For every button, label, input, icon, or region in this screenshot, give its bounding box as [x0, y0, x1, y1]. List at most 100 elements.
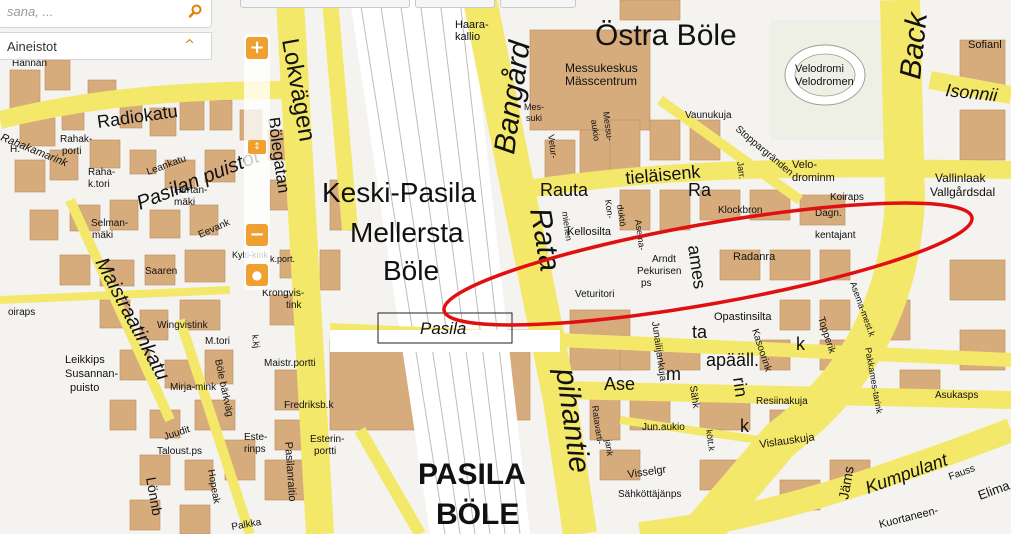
- annotation-ellipse: [442, 201, 974, 327]
- label-kott-k: kött.k: [704, 429, 717, 452]
- label-velodromi: Velodromi: [795, 63, 844, 75]
- label-maistr-portti: Maistr.portti: [264, 358, 316, 369]
- label-pasila-caps: PASILA: [418, 458, 526, 491]
- label-ase: Ase: [604, 374, 635, 394]
- label-opastinsilta: Opastinsilta: [714, 311, 772, 323]
- label-visselgr: Visselgr: [627, 464, 668, 481]
- label-sahkottajanps: Sähköttäjänps: [618, 489, 681, 500]
- label-pekurisen: Pekurisen: [637, 266, 681, 277]
- label-krongvis: Krongvis-: [262, 288, 304, 299]
- search-input[interactable]: sana, ...: [7, 4, 54, 19]
- map-labels: Östra Böle Messukeskus Mässcentrum Haara…: [0, 9, 1011, 533]
- zoom-out-button[interactable]: −: [246, 224, 268, 246]
- label-arndt: Arndt: [652, 254, 676, 265]
- label-keski-pasila: Keski-Pasila: [322, 177, 476, 208]
- label-asukasps: Asukasps: [935, 390, 978, 401]
- label-selman: Selman-: [91, 218, 128, 229]
- label-mes: Mes-: [524, 102, 544, 112]
- label-raha: Raha-: [88, 167, 115, 178]
- label-rahak: Rahak-: [60, 134, 92, 145]
- label-hertan: Hertan-: [174, 185, 207, 196]
- layers-label: Aineistot: [7, 39, 57, 54]
- label-mellersta: Mellersta: [350, 217, 464, 248]
- label-jun-aukio: Jun.aukio: [642, 422, 685, 433]
- velodrome-field: [794, 53, 856, 97]
- label-maki: mäki: [92, 230, 113, 241]
- label-esterin: Esterin-: [310, 434, 344, 445]
- map-toolbar[interactable]: [240, 0, 410, 8]
- label-taloust-ps: Taloust.ps: [157, 446, 202, 457]
- label-ps: ps: [641, 278, 652, 289]
- label-miehen: miehen: [560, 211, 574, 242]
- label-wingvistink: Wingvistink: [157, 320, 209, 331]
- label-jank: jank: [603, 438, 615, 457]
- label-back: Back: [894, 9, 934, 81]
- zoom-in-button[interactable]: +: [246, 37, 268, 59]
- label-dagn: Dagn.: [815, 208, 842, 219]
- label-h: H.: [10, 144, 20, 155]
- label-kellosilta: Kellosilta: [567, 226, 612, 238]
- toolbar-button-2[interactable]: [500, 0, 576, 8]
- label-bole: Böle: [383, 255, 439, 286]
- label-jamsankatu: Jäms: [835, 465, 857, 501]
- search-box[interactable]: sana, ...: [0, 0, 212, 28]
- label-m-tori: M.tori: [205, 336, 230, 347]
- label-k2: k: [740, 416, 750, 436]
- label-leikkips: Leikkips: [65, 354, 105, 366]
- label-apaall: apääll.: [706, 350, 759, 370]
- label-ta: ta: [692, 322, 708, 342]
- label-puisto: puisto: [70, 382, 99, 394]
- label-duktoo: duktö: [615, 204, 628, 227]
- label-vaunukuja: Vaunukuja: [685, 110, 732, 121]
- label-ostra-bole: Östra Böle: [595, 19, 737, 52]
- label-resiinakuja: Resiinakuja: [756, 396, 808, 407]
- zoom-bar: [244, 34, 270, 290]
- label-ktori: k.tori: [88, 179, 110, 190]
- layers-dropdown[interactable]: Aineistot ^: [0, 32, 212, 60]
- label-vallinlaak: Vallinlaak: [935, 171, 986, 185]
- search-icon[interactable]: [187, 3, 203, 19]
- label-drominm: drominm: [792, 172, 835, 184]
- rail-corridor: [350, 0, 530, 534]
- label-maki2: mäki: [174, 197, 195, 208]
- label-ra: Ra: [688, 180, 712, 200]
- label-sahk: Sähk: [687, 385, 701, 410]
- label-velo: Velo-: [792, 159, 817, 171]
- label-susannan: Susannan-: [65, 368, 119, 380]
- label-pasilanraitio: Pasilanraitio: [282, 441, 298, 502]
- label-sofian: Sofianl: [968, 39, 1002, 51]
- label-massc: Mässcentrum: [565, 74, 637, 88]
- label-jarr: Jarr.: [735, 161, 747, 180]
- label-tink: tink: [286, 300, 303, 311]
- label-kentajant: kentajant: [815, 230, 856, 241]
- label-koiraps: Koiraps: [830, 192, 864, 203]
- station-platform: [330, 330, 560, 352]
- label-aukio: aukio: [589, 119, 602, 142]
- label-rauta: Rauta: [540, 180, 589, 200]
- label-k-kj: k.kj: [250, 334, 262, 349]
- label-k-port: k.port.: [270, 254, 295, 264]
- label-lonnb: Lönnb: [143, 476, 166, 517]
- chevron-up-icon[interactable]: ^: [184, 38, 195, 53]
- label-pasila-station: Pasila: [420, 319, 466, 338]
- label-suki: suki: [526, 113, 542, 123]
- label-mirja-mink: Mirja-mink: [170, 382, 217, 393]
- label-fredriksb-k: Fredriksb.k: [284, 400, 334, 411]
- label-radanra: Radanra: [733, 251, 776, 263]
- toolbar-button-1[interactable]: [415, 0, 495, 8]
- label-portti: portti: [314, 446, 336, 457]
- label-klockbron: Klockbron: [718, 205, 762, 216]
- label-messukeskus: Messukeskus: [565, 61, 638, 75]
- label-paikka: Palkka: [231, 517, 263, 533]
- label-bole-caps: BÖLE: [436, 498, 519, 531]
- label-velodromen: Velodromen: [795, 76, 854, 88]
- label-oiraps: oiraps: [8, 307, 35, 318]
- locate-user-icon[interactable]: ●: [246, 264, 268, 286]
- label-saaren: Saaren: [145, 266, 177, 277]
- zoom-slider-handle[interactable]: ↕: [248, 140, 266, 154]
- label-porti: porti: [62, 146, 81, 157]
- label-m: m: [666, 364, 681, 384]
- label-rinps: rinps: [244, 444, 266, 455]
